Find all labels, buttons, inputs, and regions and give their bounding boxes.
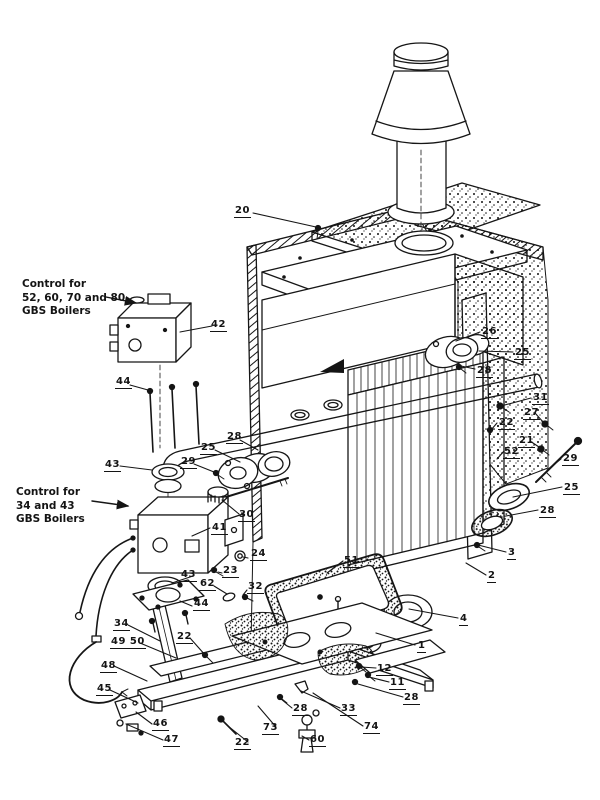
part-label-20: 20 — [234, 205, 251, 218]
part-label-28c: 28 — [403, 692, 420, 705]
part-label-25b: 25 — [563, 482, 580, 495]
part-label-47: 47 — [163, 734, 180, 747]
part-label-24: 24 — [250, 548, 267, 561]
part-label-28: 28 — [226, 431, 243, 444]
part-label-52: 52 — [503, 446, 520, 459]
part-label-21: 21 — [518, 435, 535, 448]
part-label-43b: 43 — [180, 569, 197, 582]
part-label-29b: 29 — [562, 453, 579, 466]
part-label-34: 34 — [113, 618, 130, 631]
heat-exchanger — [290, 337, 505, 576]
part-label-44b: 44 — [193, 598, 210, 611]
part-label-28e: 28 — [476, 365, 493, 378]
part-label-22a: 22 — [176, 631, 193, 644]
screw-part-20 — [314, 224, 322, 232]
part-label-12: 12 — [376, 663, 393, 676]
part-label-32: 32 — [247, 581, 264, 594]
part-label-23: 23 — [222, 565, 239, 578]
pilot-bracket-and-wiring — [68, 537, 147, 736]
gas-valve-34-43 — [129, 486, 244, 633]
part-label-28b: 28 — [292, 703, 309, 716]
mid-fasteners — [210, 550, 254, 602]
drain-valve — [298, 709, 320, 753]
note-arrow-2 — [91, 499, 130, 510]
part-label-44: 44 — [115, 376, 132, 389]
part-label-42: 42 — [210, 319, 227, 332]
part-label-45: 45 — [96, 683, 113, 696]
part-label-3: 3 — [507, 547, 517, 560]
draft-hood — [371, 42, 471, 233]
plate-screw-holes — [282, 228, 494, 294]
part-label-48: 48 — [100, 660, 117, 673]
part-label-26: 26 — [481, 326, 498, 339]
part-label-25: 25 — [200, 442, 217, 455]
part-label-73: 73 — [262, 722, 279, 735]
part-label-22c: 22 — [498, 417, 515, 430]
right-flange-cluster — [424, 334, 490, 374]
note-control-34-43: Control for 34 and 43 GBS Boilers — [16, 486, 85, 526]
part-label-60: 60 — [309, 734, 326, 747]
note-control-52-80: Control for 52, 60, 70 and 80 GBS Boiler… — [22, 278, 126, 318]
part-label-27: 27 — [523, 407, 540, 420]
manifold-pipe — [151, 373, 543, 512]
bottom-fasteners — [201, 651, 376, 735]
gas-valve-52-80 — [109, 293, 192, 449]
part-label-11: 11 — [389, 677, 406, 690]
part-label-49-50: 49 50 — [110, 636, 146, 649]
part-label-41: 41 — [211, 522, 228, 535]
part-label-43: 43 — [104, 459, 121, 472]
part-label-2: 2 — [487, 570, 497, 583]
part-label-22b: 22 — [234, 737, 251, 750]
part-label-29: 29 — [180, 456, 197, 469]
part-label-46: 46 — [152, 718, 169, 731]
part-label-28d: 28 — [539, 505, 556, 518]
part-label-74: 74 — [363, 721, 380, 734]
part-label-31: 31 — [532, 392, 549, 405]
part-label-51: 51 — [343, 555, 360, 568]
leader-lines — [91, 212, 563, 743]
part-label-33: 33 — [340, 703, 357, 716]
part-label-4: 4 — [459, 613, 469, 626]
note-arrow-1 — [105, 295, 138, 306]
part-label-30: 30 — [238, 509, 255, 522]
part-label-1: 1 — [417, 640, 427, 653]
part-label-25c: 25 — [514, 347, 531, 360]
part-label-62: 62 — [199, 578, 216, 591]
